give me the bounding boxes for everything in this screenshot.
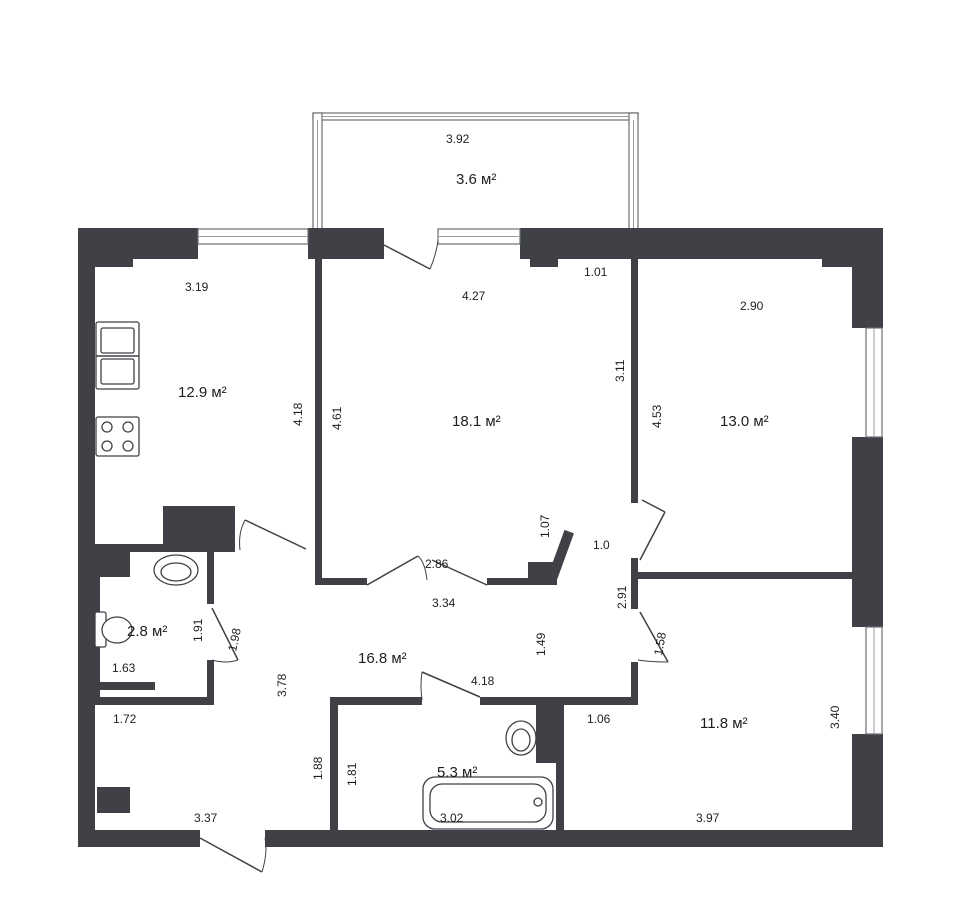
dim-hall-length: 3.78 xyxy=(275,673,289,697)
dim-bathroom-height: 1.81 xyxy=(345,762,359,786)
interior-walls xyxy=(95,255,852,830)
kitchen-area: 12.9 м² xyxy=(178,384,227,401)
dim-hall-door: 1.58 xyxy=(651,631,669,657)
dim-living-bottom: 2.86 xyxy=(425,557,449,571)
dim-hall-bottom: 4.18 xyxy=(471,674,495,688)
bathtub-icon xyxy=(422,776,554,830)
dim-living-top-right: 1.01 xyxy=(584,265,608,279)
dim-living-height: 4.61 xyxy=(330,406,344,430)
dim-kitchen-width: 3.19 xyxy=(185,280,209,294)
dim-hall-corridor: 1.0 xyxy=(593,538,610,552)
toilet-icon xyxy=(94,611,133,648)
dim-living-width: 4.27 xyxy=(462,289,486,303)
balcony-area: 3.6 м² xyxy=(456,171,496,188)
sink-double-icon xyxy=(95,321,140,390)
dim-entry-width: 1.72 xyxy=(113,712,137,726)
wc-sink-icon xyxy=(153,554,199,586)
hall-area: 16.8 м² xyxy=(358,650,407,667)
dim-wc-height: 1.91 xyxy=(191,618,205,642)
dim-living-right: 3.11 xyxy=(613,359,627,382)
dim-entry-height: 1.88 xyxy=(311,756,325,780)
doors xyxy=(199,240,669,873)
dim-hall-width: 3.34 xyxy=(432,596,456,610)
dimension-labels: 3.92 3.19 4.18 4.27 4.61 3.11 1.01 1.07 … xyxy=(112,132,842,825)
bath-sink-icon xyxy=(505,720,537,756)
dim-bathroom-width: 3.02 xyxy=(440,811,464,825)
bathroom-area: 5.3 м² xyxy=(437,764,477,781)
dim-hall-wc-door: 1.98 xyxy=(225,627,244,653)
dim-bedroom2-width: 3.97 xyxy=(696,811,720,825)
bedroom2-area: 11.8 м² xyxy=(700,715,748,732)
dim-bedroom2-left: 1.06 xyxy=(587,712,611,726)
bedroom1-area: 13.0 м² xyxy=(720,413,769,430)
wc-area: 2.8 м² xyxy=(127,623,167,640)
dim-hall-mid: 1.49 xyxy=(534,632,548,656)
dim-bedroom1-width: 2.90 xyxy=(740,299,764,313)
dim-bedroom1-height: 4.53 xyxy=(650,404,664,428)
living-area: 18.1 м² xyxy=(452,413,501,430)
dim-living-nook: 1.07 xyxy=(538,514,552,538)
dim-balcony-width: 3.92 xyxy=(446,132,470,146)
room-area-labels: 3.6 м² 12.9 м² 18.1 м² 13.0 м² 2.8 м² 16… xyxy=(127,171,769,781)
dim-kitchen-height: 4.18 xyxy=(291,402,305,426)
dim-entry-bottom: 3.37 xyxy=(194,811,218,825)
dim-hall-right: 2.91 xyxy=(615,585,629,609)
exterior-walls xyxy=(78,228,883,847)
dim-wc-width: 1.63 xyxy=(112,661,136,675)
dim-bedroom2-height: 3.40 xyxy=(828,705,842,729)
balcony-frame xyxy=(312,112,639,231)
stove-icon xyxy=(95,416,140,457)
windows xyxy=(197,228,883,735)
